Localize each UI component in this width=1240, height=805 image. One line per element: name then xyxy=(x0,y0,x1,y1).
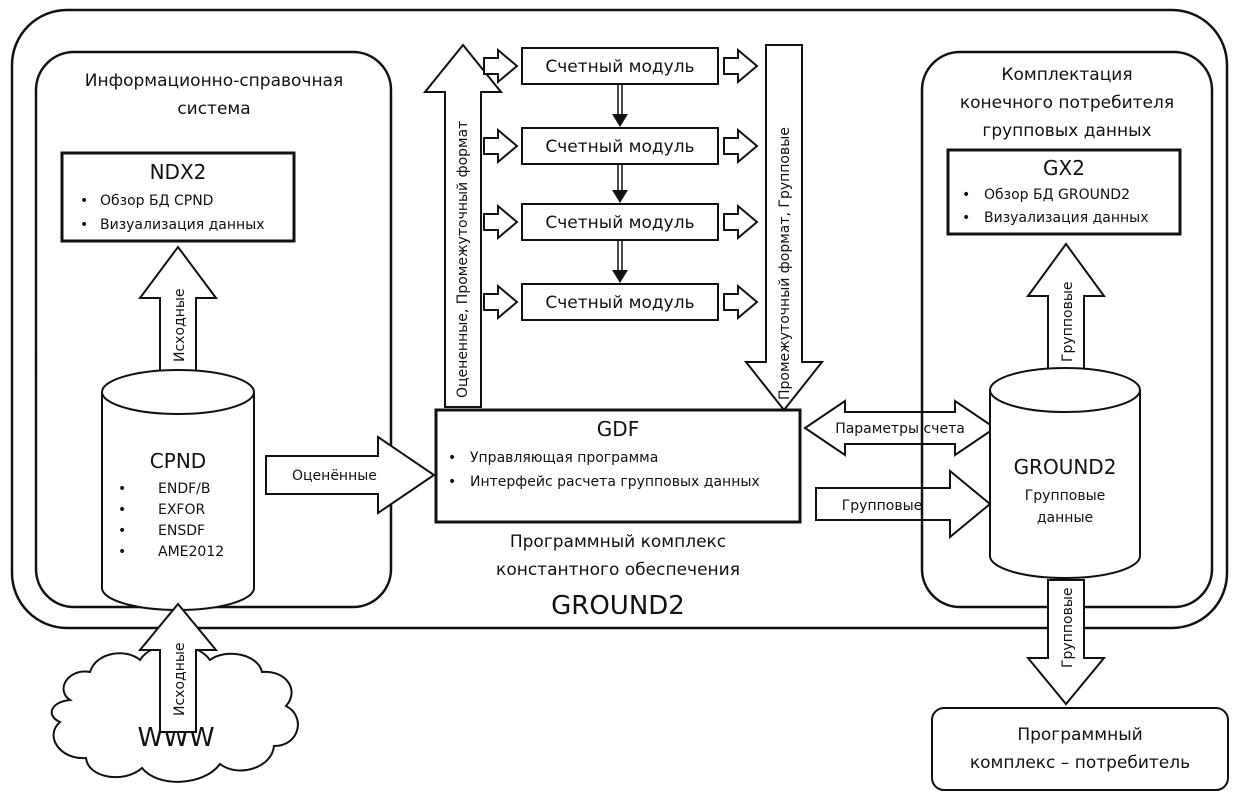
cpnd-bullet-3: • xyxy=(118,523,126,539)
ndx2-box xyxy=(60,151,296,243)
cpnd-bullet-1: • xyxy=(118,481,126,497)
gdf-item-2: Интерфейс расчета групповых данных xyxy=(470,474,760,490)
cpnd-title: CPND xyxy=(150,449,206,473)
right-vertical-arrow xyxy=(743,44,825,412)
cpnd-item-2: EXFOR xyxy=(158,502,206,518)
group-down-label: Групповые xyxy=(1060,588,1076,669)
module-box-3 xyxy=(521,203,719,241)
group-to-db-arrow xyxy=(815,468,992,540)
gx2-bullet-2: • xyxy=(962,210,970,226)
module-output-arrow-3 xyxy=(723,203,759,241)
module-input-arrow-1 xyxy=(483,47,519,85)
ndx2-title: NDX2 xyxy=(150,160,207,184)
module-label-2: Счетный модуль xyxy=(545,137,694,157)
ndx2-item-2: Визуализация данных xyxy=(100,217,265,233)
cpnd-item-4: AME2012 xyxy=(158,544,224,560)
gx2-item-2: Визуализация данных xyxy=(984,210,1149,226)
info-system-title-line2: система xyxy=(177,99,250,119)
module-label-4: Счетный модуль xyxy=(545,293,694,313)
ndx2-bullet-1: • xyxy=(80,193,88,209)
module-box-2 xyxy=(521,127,719,165)
module-output-arrow-4 xyxy=(723,283,759,321)
module-box-4 xyxy=(521,283,719,321)
module-label-3: Счетный модуль xyxy=(545,213,694,233)
gdf-title: GDF xyxy=(597,417,639,441)
system-title: GROUND2 xyxy=(551,591,685,621)
module-link-arrow-2 xyxy=(612,164,628,203)
module-link-arrow-1 xyxy=(612,84,628,127)
module-input-arrow-2 xyxy=(483,127,519,165)
consumer-title-line1: Комплектация xyxy=(1001,65,1132,85)
group-up-arrow xyxy=(1026,242,1106,376)
gx2-bullet-1: • xyxy=(962,187,970,203)
module-link-arrow-3 xyxy=(612,240,628,283)
ground2-db-title: GROUND2 xyxy=(1014,455,1117,479)
left-vertical-arrow xyxy=(422,43,504,408)
gdf-bullet-1: • xyxy=(448,450,456,466)
source-up-label: Исходные xyxy=(172,288,188,362)
outer-system-frame xyxy=(10,8,1229,630)
evaluated-label: Оценённые xyxy=(292,468,377,484)
gdf-box xyxy=(434,408,802,524)
www-source-arrow xyxy=(137,602,219,733)
gx2-item-1: Обзор БД GROUND2 xyxy=(984,187,1130,203)
module-output-arrow-2 xyxy=(723,127,759,165)
ndx2-bullet-2: • xyxy=(80,217,88,233)
gx2-title: GX2 xyxy=(1043,156,1085,180)
gdf-item-1: Управляющая программа xyxy=(470,450,658,466)
module-box-1 xyxy=(521,47,719,85)
module-label-1: Счетный модуль xyxy=(545,57,694,77)
module-input-arrow-4 xyxy=(483,283,519,321)
info-system-title-line1: Информационно-справочная xyxy=(85,71,343,91)
module-input-arrow-3 xyxy=(483,203,519,241)
cpnd-item-3: ENSDF xyxy=(158,523,205,539)
complex-caption-line1: Программный комплекс xyxy=(510,532,726,552)
left-vertical-label: Оцененные, Промежуточный формат xyxy=(455,121,471,398)
complex-caption-line2: константного обеспечения xyxy=(496,560,740,580)
evaluated-arrow xyxy=(265,435,436,515)
source-up-arrow xyxy=(138,245,218,376)
consumer-title-line2: конечного потребителя xyxy=(960,93,1174,113)
group-to-db-label: Групповые xyxy=(842,498,923,514)
ndx2-item-1: Обзор БД CPND xyxy=(100,193,213,209)
ground2-db-subtitle-1: Групповые xyxy=(1025,488,1106,504)
cpnd-bullet-4: • xyxy=(118,544,126,560)
consumer-program-line2: комплекс – потребитель xyxy=(970,753,1190,773)
ground2-database-cylinder xyxy=(989,367,1141,579)
gdf-bullet-2: • xyxy=(448,474,456,490)
group-down-arrow xyxy=(1025,579,1107,706)
consumer-title-line3: групповых данных xyxy=(982,121,1151,141)
consumer-program-line1: Программный xyxy=(1017,725,1142,745)
group-up-label: Групповые xyxy=(1060,282,1076,363)
www-source-label: Исходные xyxy=(172,642,188,716)
module-output-arrow-1 xyxy=(723,47,759,85)
cpnd-item-1: ENDF/B xyxy=(158,481,210,497)
gx2-box xyxy=(946,148,1182,236)
calc-params-label: Параметры счета xyxy=(835,421,965,437)
consumer-program-box xyxy=(931,707,1229,791)
ground2-db-subtitle-2: данные xyxy=(1037,510,1093,526)
cpnd-bullet-2: • xyxy=(118,502,126,518)
right-vertical-label: Промежуточный формат, Групповые xyxy=(777,127,793,400)
